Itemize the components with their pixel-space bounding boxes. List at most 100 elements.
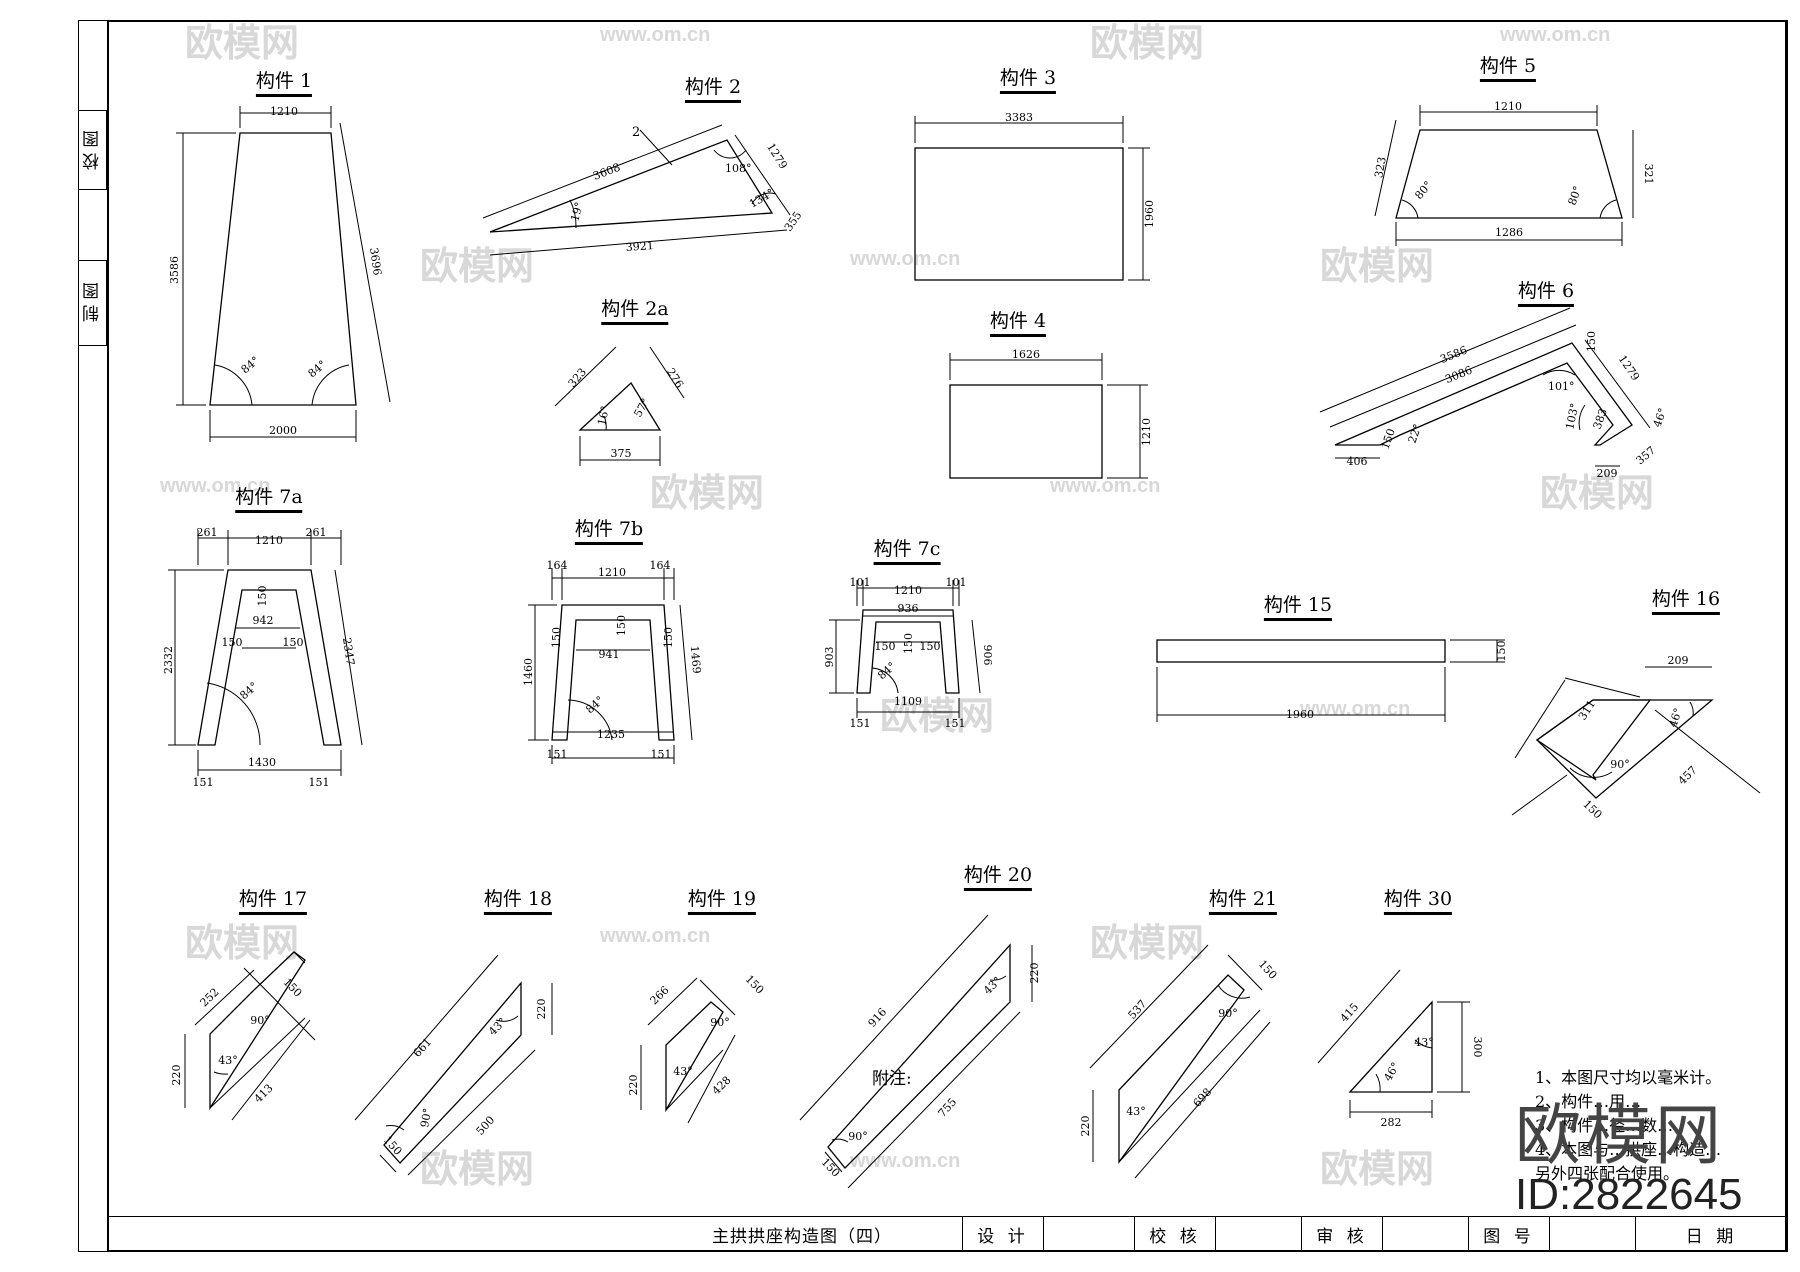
dim-7a-foot-right: 151 — [309, 776, 330, 789]
dim-6-bottom-mid: 209 — [1597, 467, 1618, 480]
dim-3-right: 1960 — [1143, 200, 1156, 228]
dim-7c-right-top: 101 — [946, 576, 967, 589]
title-block-date: 日 期 — [1635, 1217, 1787, 1252]
title-block-title: 主拱拱座构造图（四） — [712, 1227, 892, 1247]
notes-block: 1、本图尺寸均以毫米计。 2、构件…用… 3、构件…径…数… 4、本图与…拱座…… — [1535, 1066, 1721, 1186]
dim-17-angle-90: 90° — [250, 1014, 270, 1027]
dim-21-height: 220 — [1079, 1116, 1092, 1137]
note-line-4: 4、本图与…拱座…构造… — [1535, 1140, 1722, 1159]
dim-2-angle-left: 19° — [568, 201, 586, 223]
dim-19-angle-43: 43° — [673, 1065, 693, 1078]
part-title-16: 构件 16 — [1651, 588, 1721, 615]
dim-7c-foot-left: 151 — [850, 717, 871, 730]
dim-7a-inner-width: 942 — [253, 614, 274, 627]
dim-6-outer: 3586 — [1438, 343, 1469, 366]
part-5-drawing: 1210 323 321 80° 80° 1286 — [1372, 100, 1655, 246]
watermark-logo-2: 欧模网 — [1090, 23, 1205, 65]
dim-7b-right-top: 164 — [650, 559, 671, 572]
dim-17-top-right: 150 — [281, 976, 305, 1000]
dim-20-foot: 150 — [819, 1156, 843, 1180]
dim-7b-inner-width: 941 — [599, 648, 620, 661]
dim-17-angle-43: 43° — [218, 1054, 238, 1067]
watermark-logo-1: 欧模网 — [185, 23, 300, 65]
dim-1-top: 1210 — [270, 105, 298, 118]
dim-5-top: 1210 — [1494, 100, 1522, 113]
dim-2-top: 3608 — [591, 161, 622, 183]
title-block-review: 审 核 — [1301, 1217, 1382, 1252]
title-block-check: 校 核 — [1134, 1217, 1215, 1252]
part-18-drawing: 661 220 43° 90° 500 150 — [354, 954, 553, 1176]
title-block-number-value — [1549, 1217, 1635, 1252]
part-21-drawing: 537 150 90° 43° 220 698 — [1079, 944, 1280, 1179]
dim-21-angle-90: 90° — [1218, 1007, 1238, 1020]
watermark-id: ID:2822645 — [1515, 1170, 1743, 1219]
part-2-drawing: 2 3608 1279 108° 19° 134° 3921 355 — [482, 124, 805, 256]
watermark-logo-4: 欧模网 — [1320, 246, 1435, 288]
note-line-2: 2、构件…用… — [1535, 1092, 1642, 1111]
dim-18-height: 220 — [535, 999, 548, 1020]
dim-7a-foot-left: 151 — [193, 776, 214, 789]
dim-7c-inner-top: 150 — [902, 633, 915, 654]
part-7a-drawing: 261 1210 261 150 942 150 150 2332 2347 8… — [162, 526, 363, 789]
dim-6-bottom-left: 406 — [1347, 455, 1368, 468]
watermark-site-5: www.om.cn — [1050, 475, 1161, 497]
part-title-2a: 构件 2a — [601, 298, 669, 325]
dim-16-angle-right: 46° — [1666, 706, 1684, 729]
part-title-30: 构件 30 — [1383, 888, 1453, 915]
dim-30-top: 415 — [1338, 1001, 1362, 1025]
dim-2a-right: 276 — [664, 366, 686, 391]
dim-5-angle-right: 80° — [1566, 184, 1585, 207]
dim-2-bottom: 3921 — [625, 239, 654, 254]
dim-17-bottom: 413 — [252, 1082, 276, 1106]
dim-6-angle-right: 46° — [1651, 406, 1670, 429]
part-7b-drawing: 164 1210 164 150 150 150 941 1460 1469 8… — [522, 559, 703, 764]
dim-7a-left: 2332 — [162, 646, 175, 674]
part-15-drawing: 150 1960 — [1156, 639, 1508, 722]
dim-7c-left: 903 — [823, 647, 836, 668]
dim-7b-thick-right: 150 — [662, 627, 675, 648]
part-title-4: 构件 4 — [989, 310, 1047, 337]
dim-7b-thick-left: 150 — [550, 627, 563, 648]
note-line-5: 另外四张配合使用。 — [1535, 1164, 1680, 1183]
dim-7b-foot-left: 151 — [547, 748, 568, 761]
dim-7b-top: 1210 — [598, 566, 626, 579]
dim-21-top-left: 537 — [1126, 998, 1150, 1022]
part-7c-drawing: 101 1210 101 936 150 150 150 903 906 84°… — [823, 576, 994, 730]
title-block: 主拱拱座构造图（四） 设 计 校 核 审 核 图 号 日 期 — [107, 1216, 1787, 1252]
side-block-check — [78, 110, 107, 190]
dim-19-bottom: 428 — [710, 1074, 734, 1098]
dim-4-top: 1626 — [1012, 348, 1040, 361]
dim-6-right: 1279 — [1616, 353, 1642, 383]
title-block-check-value — [1215, 1217, 1301, 1252]
dim-20-angle-90: 90° — [848, 1130, 868, 1143]
part-title-2: 构件 2 — [684, 76, 742, 103]
dim-7a-right: 2347 — [340, 637, 357, 667]
dim-7c-inner-top-width: 936 — [898, 602, 919, 615]
notes-label: 附注: — [872, 1069, 912, 1089]
dim-6-small: 150 — [1379, 427, 1398, 451]
dim-7c-right: 906 — [981, 645, 994, 666]
dim-6-angle-left: 22° — [1406, 422, 1425, 445]
part-title-5: 构件 5 — [1479, 55, 1537, 82]
dim-2-angle-top: 108° — [725, 162, 752, 175]
dim-7a-left-top: 261 — [197, 526, 218, 539]
dim-7c-top: 1210 — [894, 584, 922, 597]
part-title-1: 构件 1 — [255, 70, 313, 97]
dim-6-angle-mid: 103° — [1563, 402, 1581, 431]
dim-6-inner: 3086 — [1443, 363, 1474, 386]
dim-30-bottom: 282 — [1381, 1116, 1402, 1129]
dim-2a-angle-left: 16° — [595, 405, 612, 427]
title-block-design-value — [1043, 1217, 1134, 1252]
watermark-logo-large: 欧模网 — [1515, 1098, 1725, 1172]
dim-18-angle-43: 43° — [486, 1015, 509, 1038]
dim-20-bottom: 755 — [936, 1096, 960, 1120]
dim-4-right: 1210 — [1140, 418, 1153, 446]
part-title-17: 构件 17 — [238, 888, 308, 915]
dim-21-top-right: 150 — [1256, 958, 1280, 982]
part-30-drawing: 415 43° 46° 300 282 — [1317, 969, 1484, 1129]
dim-7a-inner-top: 150 — [256, 586, 269, 607]
dim-18-foot: 150 — [381, 1134, 405, 1158]
dim-7c-thick-left: 150 — [875, 640, 896, 653]
dim-6-bottom-right: 357 — [1634, 444, 1658, 467]
